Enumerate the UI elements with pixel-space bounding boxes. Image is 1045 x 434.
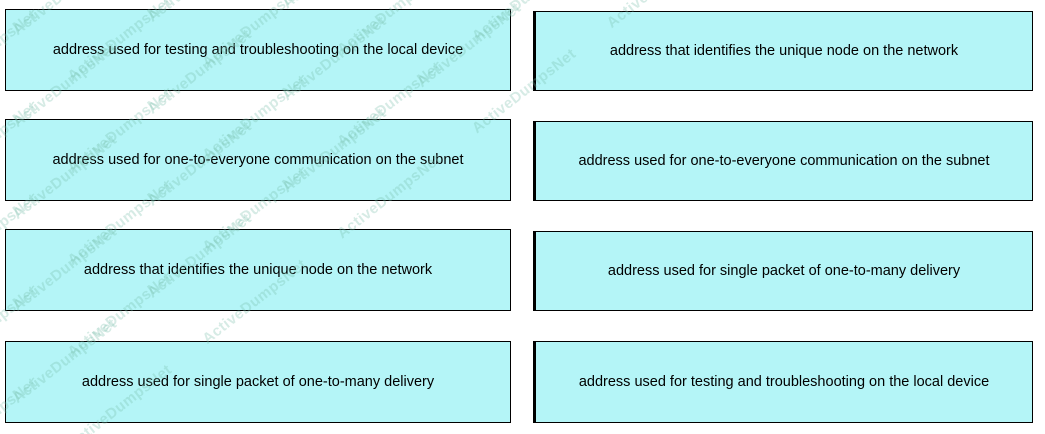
answer-text: address that identifies the unique node … xyxy=(609,42,959,59)
answer-text: address used for testing and troubleshoo… xyxy=(578,373,990,390)
answer-text: address used for one-to-everyone communi… xyxy=(578,152,990,169)
answer-text: address used for single packet of one-to… xyxy=(607,262,961,279)
answer-text: address used for one-to-everyone communi… xyxy=(52,151,464,168)
answer-box-left-2[interactable]: address used for one-to-everyone communi… xyxy=(5,119,511,201)
answer-text: address used for testing and troubleshoo… xyxy=(52,41,464,58)
answer-text: address that identifies the unique node … xyxy=(83,261,433,278)
answer-box-left-1[interactable]: address used for testing and troubleshoo… xyxy=(5,9,511,91)
answer-box-right-2[interactable]: address used for one-to-everyone communi… xyxy=(533,121,1033,201)
answer-box-right-3[interactable]: address used for single packet of one-to… xyxy=(533,231,1033,311)
right-column: address that identifies the unique node … xyxy=(533,0,1039,434)
answer-text: address used for single packet of one-to… xyxy=(81,373,435,390)
answer-box-right-1[interactable]: address that identifies the unique node … xyxy=(533,11,1033,91)
answer-box-left-3[interactable]: address that identifies the unique node … xyxy=(5,229,511,311)
answer-box-right-4[interactable]: address used for testing and troubleshoo… xyxy=(533,341,1033,423)
left-column: address used for testing and troubleshoo… xyxy=(5,0,511,434)
answer-box-left-4[interactable]: address used for single packet of one-to… xyxy=(5,341,511,423)
